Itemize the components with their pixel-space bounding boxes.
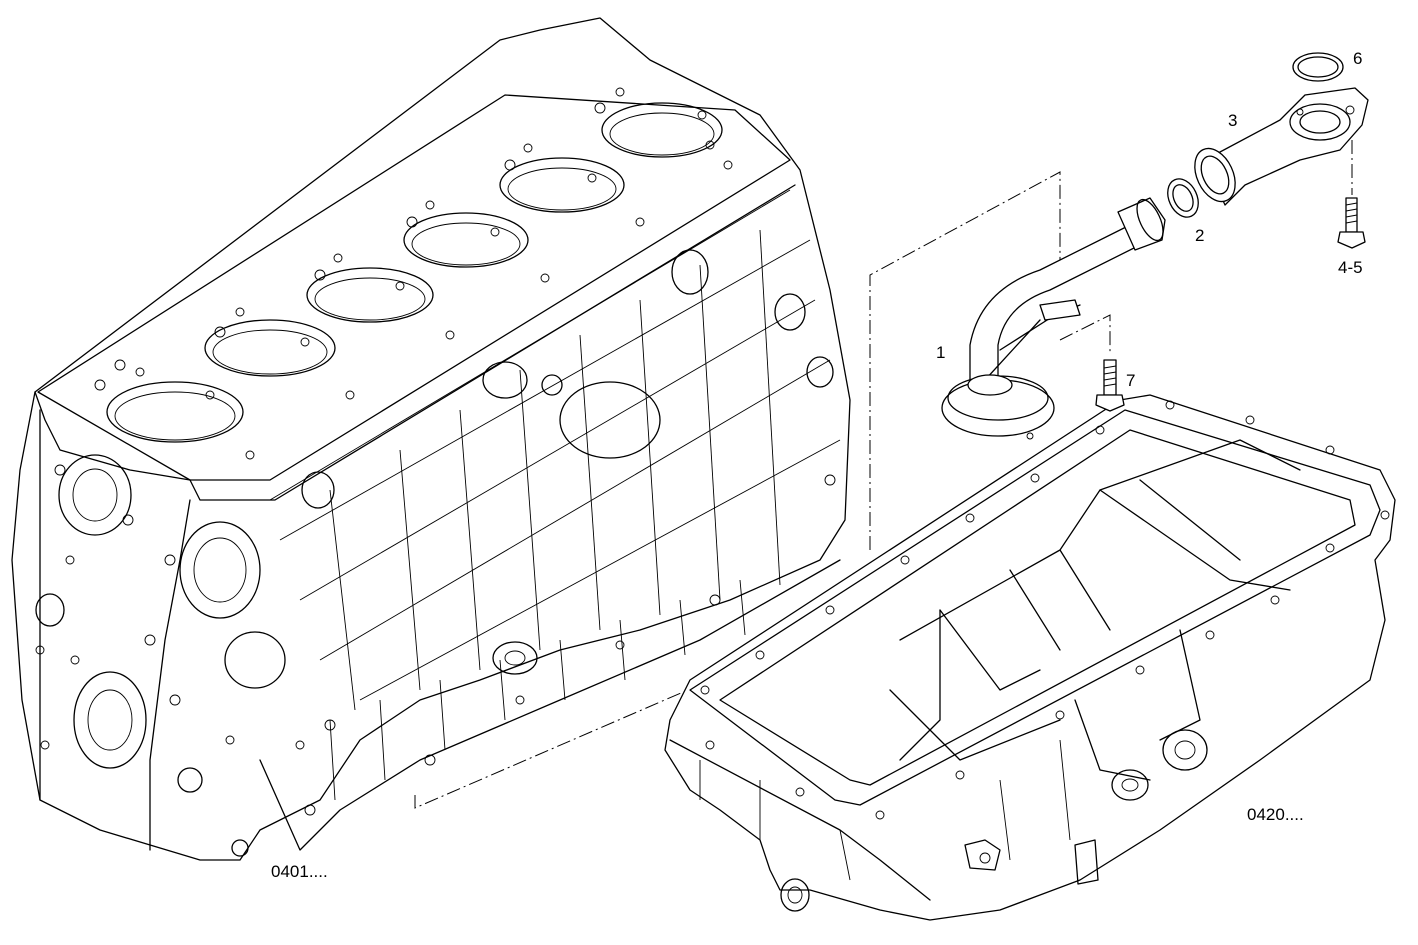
engine-block (11, 17, 851, 861)
callout-1: 1 (936, 343, 946, 362)
part-4-5-screw (1337, 197, 1366, 249)
part-3-elbow-flange (1194, 87, 1369, 206)
callout-6: 6 (1353, 49, 1363, 68)
part-6-gasket (1292, 52, 1344, 82)
callout-4-5: 4-5 (1338, 258, 1363, 277)
part-7-screw (1095, 359, 1125, 412)
reference-engine-block: 0401.... (271, 862, 328, 881)
part-1-oil-pickup-tube (941, 197, 1166, 440)
part-2-o-ring (1167, 178, 1199, 218)
callout-3: 3 (1228, 111, 1238, 130)
callout-2: 2 (1195, 226, 1205, 245)
callout-7: 7 (1126, 371, 1136, 390)
oil-pan (664, 394, 1396, 921)
reference-oil-pan: 0420.... (1247, 805, 1304, 824)
